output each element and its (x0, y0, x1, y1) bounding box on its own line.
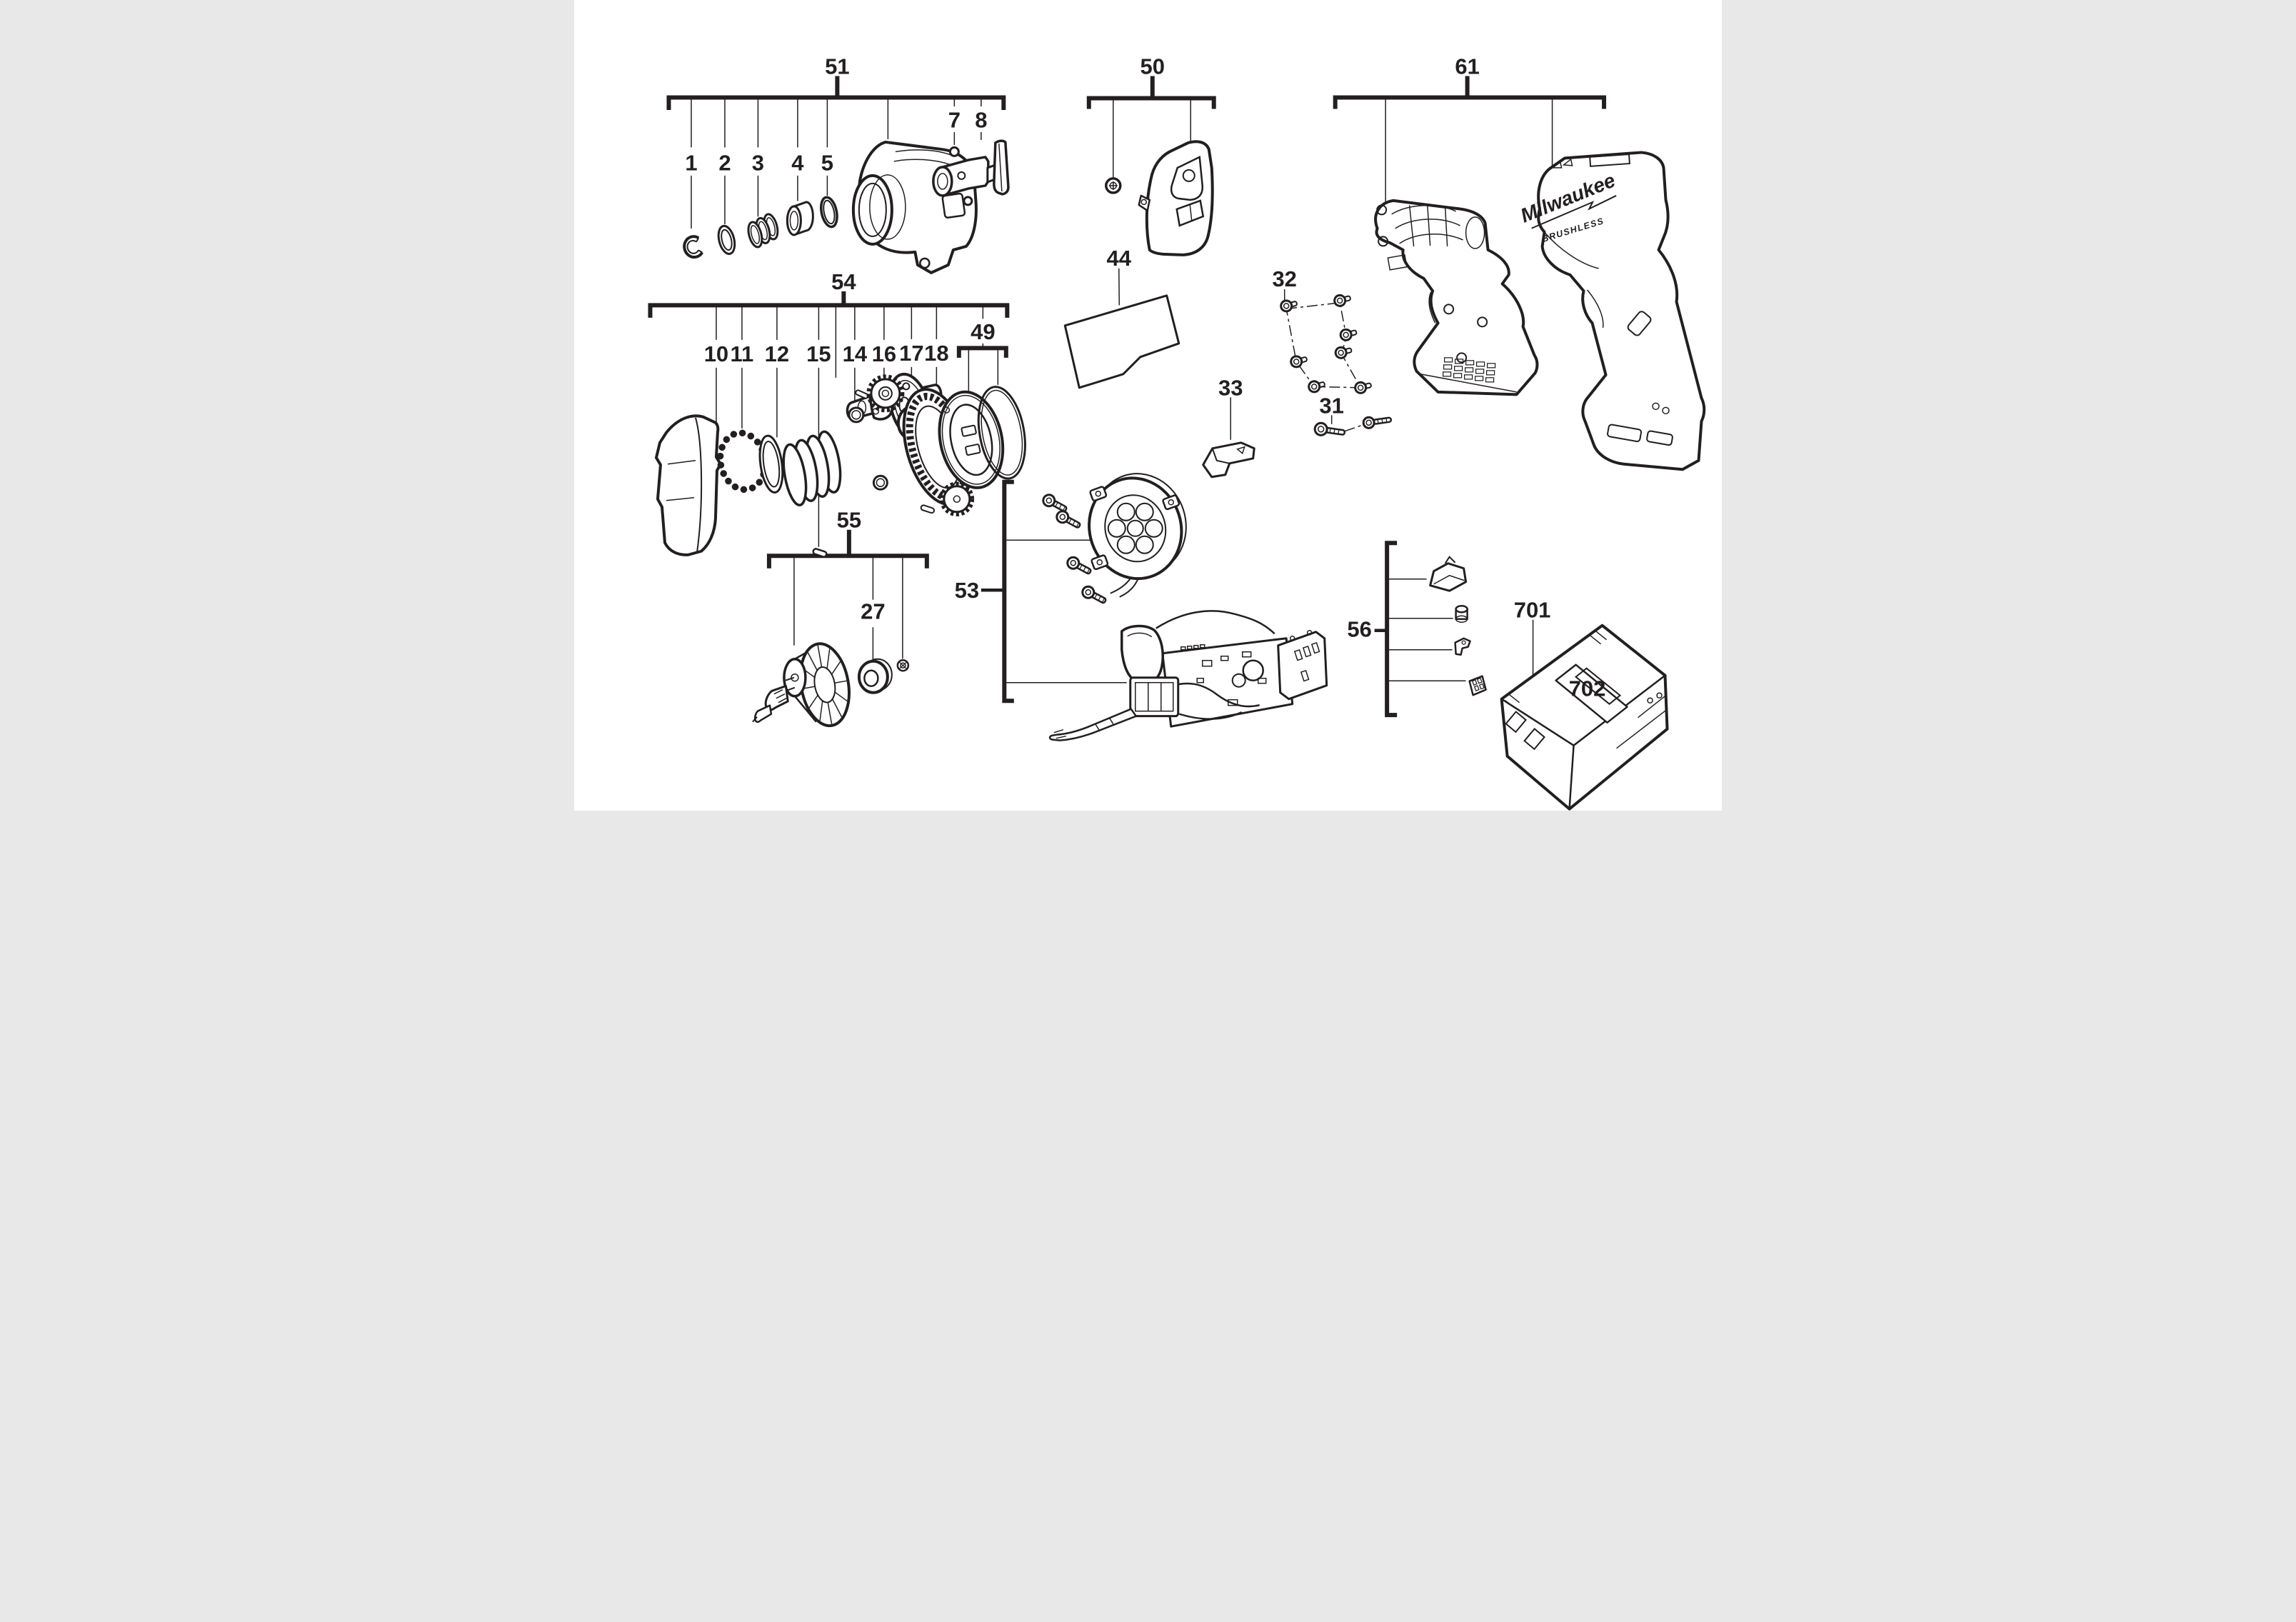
part-32-screws (1280, 294, 1372, 394)
bracket-54 (648, 291, 1010, 318)
part-label-53: 53 (955, 578, 979, 603)
part-stator-assembly (1088, 473, 1187, 598)
leader-lines-group-55 (793, 556, 903, 661)
part-label-10: 10 (704, 341, 728, 366)
part-10-hammer (654, 414, 722, 556)
part-27-bearing (857, 658, 893, 694)
part-4-collar (786, 201, 814, 236)
part-number-labels: 51 1 2 3 4 5 7 8 54 10 11 12 15 14 16 17… (685, 54, 1605, 701)
part-label-15: 15 (806, 341, 831, 366)
part-14-o-ring (848, 406, 865, 424)
part-label-44: 44 (1107, 246, 1132, 271)
part-label-2: 2 (718, 150, 731, 175)
part-label-32: 32 (1272, 266, 1296, 291)
part-label-55: 55 (837, 507, 861, 532)
part-label-27: 27 (861, 599, 885, 624)
part-label-11: 11 (731, 341, 754, 366)
bracket-51 (666, 76, 1006, 110)
part-16-gear-with-pin (855, 374, 905, 413)
part-label-61: 61 (1455, 54, 1479, 79)
part-label-31: 31 (1319, 393, 1343, 418)
part-label-50: 50 (1141, 54, 1165, 79)
bracket-50 (1086, 76, 1216, 109)
terminal-grid (1442, 357, 1496, 383)
part-label-12: 12 (765, 341, 789, 366)
part-33-detent (1202, 441, 1255, 479)
part-2-washer (717, 224, 736, 255)
part-label-17: 17 (899, 341, 923, 366)
part-50-screw (1105, 177, 1122, 194)
part-8-anvil (932, 139, 1010, 206)
part-44-label-sheet (1063, 294, 1180, 389)
part-56-cap (1429, 556, 1468, 592)
part-label-7: 7 (948, 107, 961, 132)
part-label-4: 4 (791, 150, 804, 175)
part-49b-o-ring (977, 386, 1026, 480)
part-label-49: 49 (971, 319, 995, 344)
part-label-702: 702 (1569, 676, 1606, 701)
part-label-14: 14 (843, 341, 868, 366)
bracket-61 (1333, 76, 1607, 109)
part-label-33: 33 (1218, 375, 1243, 400)
parts-diagram-page: Milwaukee BRUSHLESS (574, 0, 1722, 811)
part-1-retaining-ring (683, 235, 704, 259)
part-5-o-ring (819, 196, 838, 229)
part-label-56: 56 (1347, 617, 1371, 642)
part-second-stage-set (872, 474, 975, 517)
part-label-3: 3 (752, 150, 764, 175)
bracket-49 (956, 306, 1008, 358)
part-rotor-assembly (752, 642, 851, 728)
part-3-spring-washers (747, 213, 779, 249)
part-53-screws (1042, 494, 1107, 604)
part-label-5: 5 (821, 150, 833, 175)
part-56-pad (1468, 675, 1487, 696)
part-15-pin (812, 548, 828, 558)
bracket-56 (1374, 541, 1466, 718)
part-31-screws (1313, 416, 1393, 436)
leader-lines-group-51 (691, 97, 982, 229)
bracket-53 (981, 479, 1127, 704)
part-12-washer (758, 434, 784, 494)
leader-lines-group-54 (716, 305, 999, 547)
part-spring (782, 430, 842, 506)
part-56-lever (1454, 637, 1471, 656)
part-56-bushing (1455, 604, 1468, 623)
part-label-18: 18 (924, 341, 948, 366)
part-label-51: 51 (825, 54, 849, 79)
part-switch-pcb-assembly (1048, 610, 1328, 741)
part-label-16: 16 (872, 341, 896, 366)
part-housing-half-right: Milwaukee BRUSHLESS (1518, 151, 1706, 471)
part-label-701: 701 (1514, 598, 1551, 623)
part-label-8: 8 (975, 107, 987, 132)
part-belt-hook (1138, 140, 1214, 256)
exploded-parts-diagram: Milwaukee BRUSHLESS (574, 0, 1722, 811)
part-7-ball (948, 146, 960, 157)
part-label-54: 54 (831, 269, 856, 294)
part-label-1: 1 (685, 150, 697, 175)
part-701-carrying-case (1500, 624, 1669, 811)
part-retaining-washer (896, 659, 910, 672)
part-housing-half-left (1374, 199, 1539, 396)
bracket-55 (766, 529, 929, 569)
